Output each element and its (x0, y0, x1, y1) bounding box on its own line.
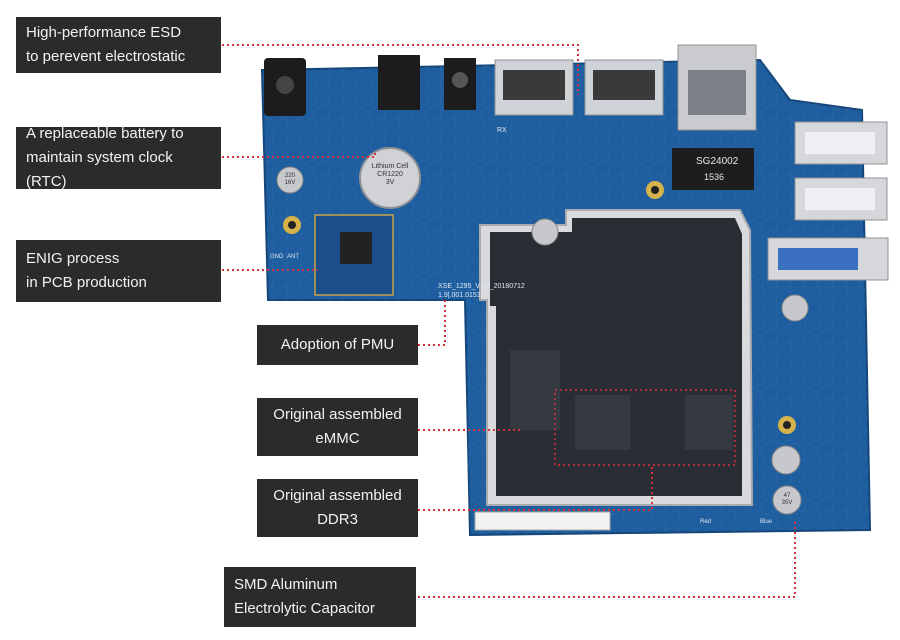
callout-pmu-text: Adoption of PMU (280, 336, 395, 353)
callout-pmu: Adoption of PMU (257, 325, 418, 365)
callout-lines (222, 44, 796, 598)
callout-esd: High-performance ESD to perevent electro… (16, 17, 221, 73)
chip-num: 1536 (704, 172, 724, 182)
callout-battery-text: A replaceable battery to maintain system… (26, 125, 184, 190)
chip-name: SG24002 (696, 156, 739, 167)
ant-text: ANT (287, 254, 299, 260)
callout-emmc-text: Original assembled eMMC (273, 406, 402, 447)
callout-emmc: Original assembled eMMC (257, 398, 418, 456)
gnd-text: GND (270, 254, 284, 260)
callout-enig: ENIG process in PCB production (16, 240, 221, 302)
red-text: Red (700, 519, 711, 525)
blue-text: Blue (760, 519, 773, 525)
callout-enig-text: ENIG process in PCB production (26, 250, 147, 291)
callout-esd-text: High-performance ESD to perevent electro… (26, 24, 186, 65)
callout-capacitor-text: SMD Aluminum Electrolytic Capacitor (234, 576, 375, 617)
rx-text: RX (497, 127, 507, 134)
code-text: 1.9|.001.0153 (438, 292, 481, 299)
version-text: XSE_1295_V1.0_20180712 (438, 283, 525, 290)
callout-ddr3: Original assembled DDR3 (257, 479, 418, 537)
callout-ddr3-text: Original assembled DDR3 (273, 487, 402, 528)
callout-capacitor: SMD Aluminum Electrolytic Capacitor (224, 567, 416, 627)
callout-battery: A replaceable battery to maintain system… (16, 125, 221, 190)
